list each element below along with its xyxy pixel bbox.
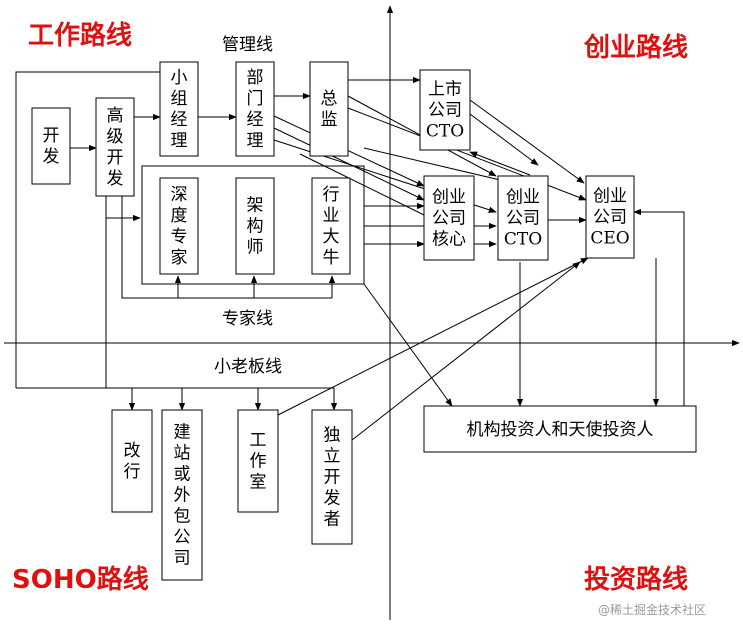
node-deep-expert-box bbox=[159, 177, 199, 275]
node-director-box bbox=[309, 61, 349, 157]
node-career-change-box bbox=[111, 409, 153, 513]
connector-listed-ceo bbox=[469, 99, 585, 184]
connector-listed-cto bbox=[469, 113, 539, 166]
node-studio-label: 工作室 bbox=[250, 431, 267, 493]
node-dept-manager-label: 部门经理 bbox=[247, 68, 264, 151]
connector-senior-experts bbox=[105, 195, 141, 222]
node-deep-expert: 深度专家 bbox=[159, 177, 199, 275]
expert-group bbox=[141, 165, 365, 285]
node-startup-core: 创业公司核心 bbox=[423, 175, 475, 261]
node-investors-box bbox=[423, 405, 697, 453]
node-director: 总监 bbox=[309, 61, 349, 157]
node-indie-dev-label: 独立开发者 bbox=[324, 426, 341, 530]
node-website-outsourcing-label: 建站或外包公司 bbox=[174, 423, 191, 569]
node-dept-manager: 部门经理 bbox=[235, 61, 275, 157]
node-startup-cto-box bbox=[497, 175, 549, 261]
node-team-manager-box bbox=[159, 61, 199, 157]
node-team-manager: 小组经理 bbox=[159, 61, 199, 157]
management-line-label: 管理线 bbox=[222, 35, 273, 55]
node-architect-label: 架构师 bbox=[247, 196, 264, 258]
node-startup-core-box bbox=[423, 175, 475, 261]
node-industry-leader-box bbox=[311, 177, 351, 275]
node-dev-box bbox=[31, 107, 71, 185]
node-industry-leader: 行业大牛 bbox=[311, 177, 351, 275]
node-senior-dev-label: 高级开发 bbox=[107, 106, 124, 189]
quadrant-title-soho: SOHO路线 bbox=[12, 564, 149, 595]
quadrant-title-work: 工作路线 bbox=[28, 20, 132, 51]
connectors bbox=[15, 71, 685, 441]
node-investors-label: 机构投资人和天使投资人 bbox=[467, 419, 654, 440]
node-indie-dev: 独立开发者 bbox=[311, 409, 353, 545]
node-architect: 架构师 bbox=[235, 177, 275, 275]
connector-cto-listed bbox=[469, 151, 531, 176]
node-senior-dev: 高级开发 bbox=[95, 97, 135, 197]
node-career-change: 改行 bbox=[111, 409, 153, 513]
node-deep-expert-label: 深度专家 bbox=[171, 185, 188, 268]
connector-outer-loop bbox=[15, 71, 162, 388]
small-boss-line-label: 小老板线 bbox=[214, 357, 282, 377]
node-team-manager-label: 小组经理 bbox=[171, 68, 188, 151]
axes bbox=[4, 5, 740, 620]
node-senior-dev-box bbox=[95, 97, 135, 197]
quadrant-title-invest: 投资路线 bbox=[584, 564, 688, 595]
node-dept-manager-box bbox=[235, 61, 275, 157]
node-indie-dev-box bbox=[311, 409, 353, 545]
node-dev: 开发 bbox=[31, 107, 71, 185]
node-industry-leader-label: 行业大牛 bbox=[323, 185, 340, 268]
node-listed-cto-box bbox=[419, 69, 471, 151]
watermark: @稀土掘金技术社区 bbox=[598, 602, 706, 617]
node-architect-box bbox=[235, 177, 275, 275]
node-investors: 机构投资人和天使投资人 bbox=[423, 405, 697, 453]
connector-dept-core bbox=[273, 115, 425, 187]
node-studio: 工作室 bbox=[237, 409, 279, 513]
connector-experts-investors bbox=[363, 283, 453, 407]
node-director-label: 总监 bbox=[321, 89, 338, 130]
connector-expert-core-diag bbox=[299, 153, 425, 216]
node-website-outsourcing: 建站或外包公司 bbox=[161, 409, 203, 581]
node-dev-label: 开发 bbox=[43, 126, 60, 167]
node-website-outsourcing-box bbox=[161, 409, 203, 581]
connector-indie-ceo bbox=[351, 261, 581, 441]
quadrant-title-startup: 创业路线 bbox=[583, 32, 688, 63]
node-startup-core-label: 创业公司核心 bbox=[432, 188, 466, 250]
expert-line-bracket bbox=[121, 195, 332, 299]
node-startup-ceo-box bbox=[585, 175, 635, 259]
expert-line-label: 专家线 bbox=[222, 309, 273, 329]
connector-investors-ceo bbox=[633, 208, 685, 406]
connector-studio-ceo bbox=[275, 257, 589, 417]
node-studio-box bbox=[237, 409, 279, 513]
node-career-change-label: 改行 bbox=[124, 441, 141, 482]
